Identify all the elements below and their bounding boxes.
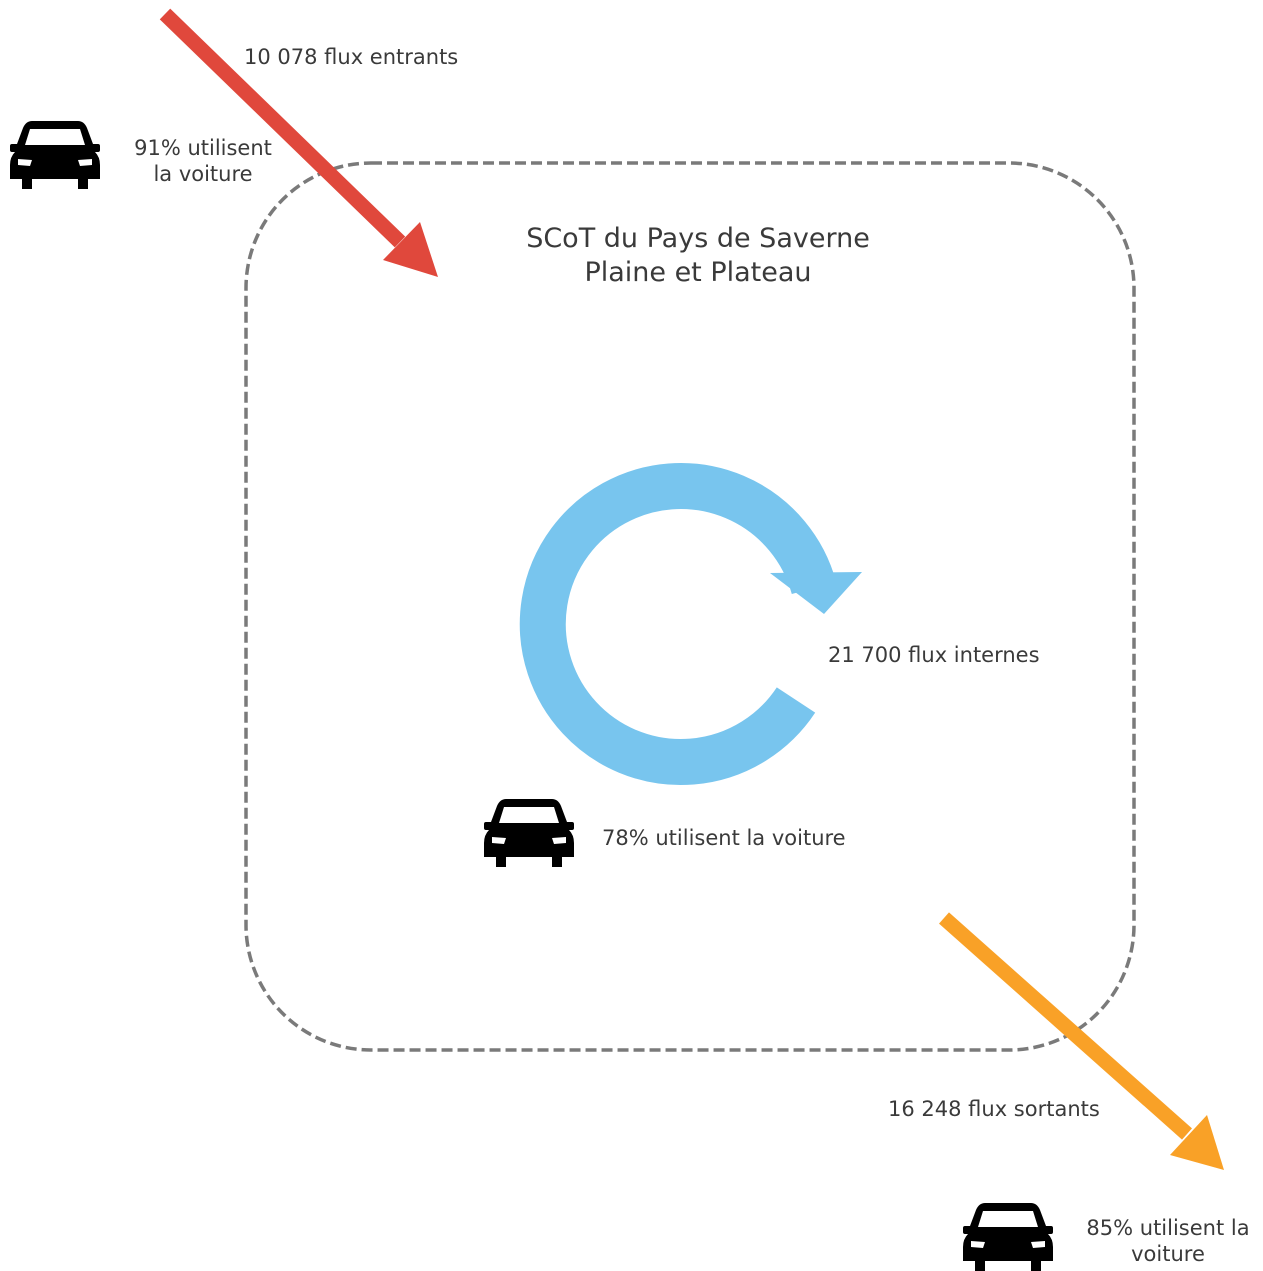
outgoing-car-share: 85% utilisent la voiture [1073, 1215, 1263, 1267]
territory-title: SCoT du Pays de Saverne Plaine et Platea… [448, 222, 948, 290]
outgoing-car-share-line2: voiture [1131, 1242, 1205, 1266]
incoming-car-share-line1: 91% utilisent [134, 136, 272, 160]
internal-flow-arrow [519, 463, 862, 786]
internal-car-share: 78% utilisent la voiture [602, 826, 846, 850]
incoming-flow-label: 10 078 flux entrants [244, 45, 459, 69]
territory-boundary [244, 161, 1136, 1052]
incoming-car-share-line2: la voiture [153, 162, 253, 186]
car-icon [484, 799, 574, 867]
territory-title-line1: SCoT du Pays de Saverne [526, 223, 870, 254]
car-icon [963, 1203, 1053, 1271]
outgoing-flow-label: 16 248 flux sortants [888, 1097, 1100, 1121]
outgoing-car-share-line1: 85% utilisent la [1086, 1216, 1250, 1240]
internal-flow-label: 21 700 flux internes [828, 643, 1040, 667]
territory-title-line2: Plaine et Plateau [584, 257, 812, 288]
incoming-flow-arrow [159, 8, 438, 277]
incoming-car-share: 91% utilisent la voiture [118, 135, 288, 187]
outgoing-flow-arrow [939, 912, 1224, 1170]
car-icon [10, 121, 100, 189]
